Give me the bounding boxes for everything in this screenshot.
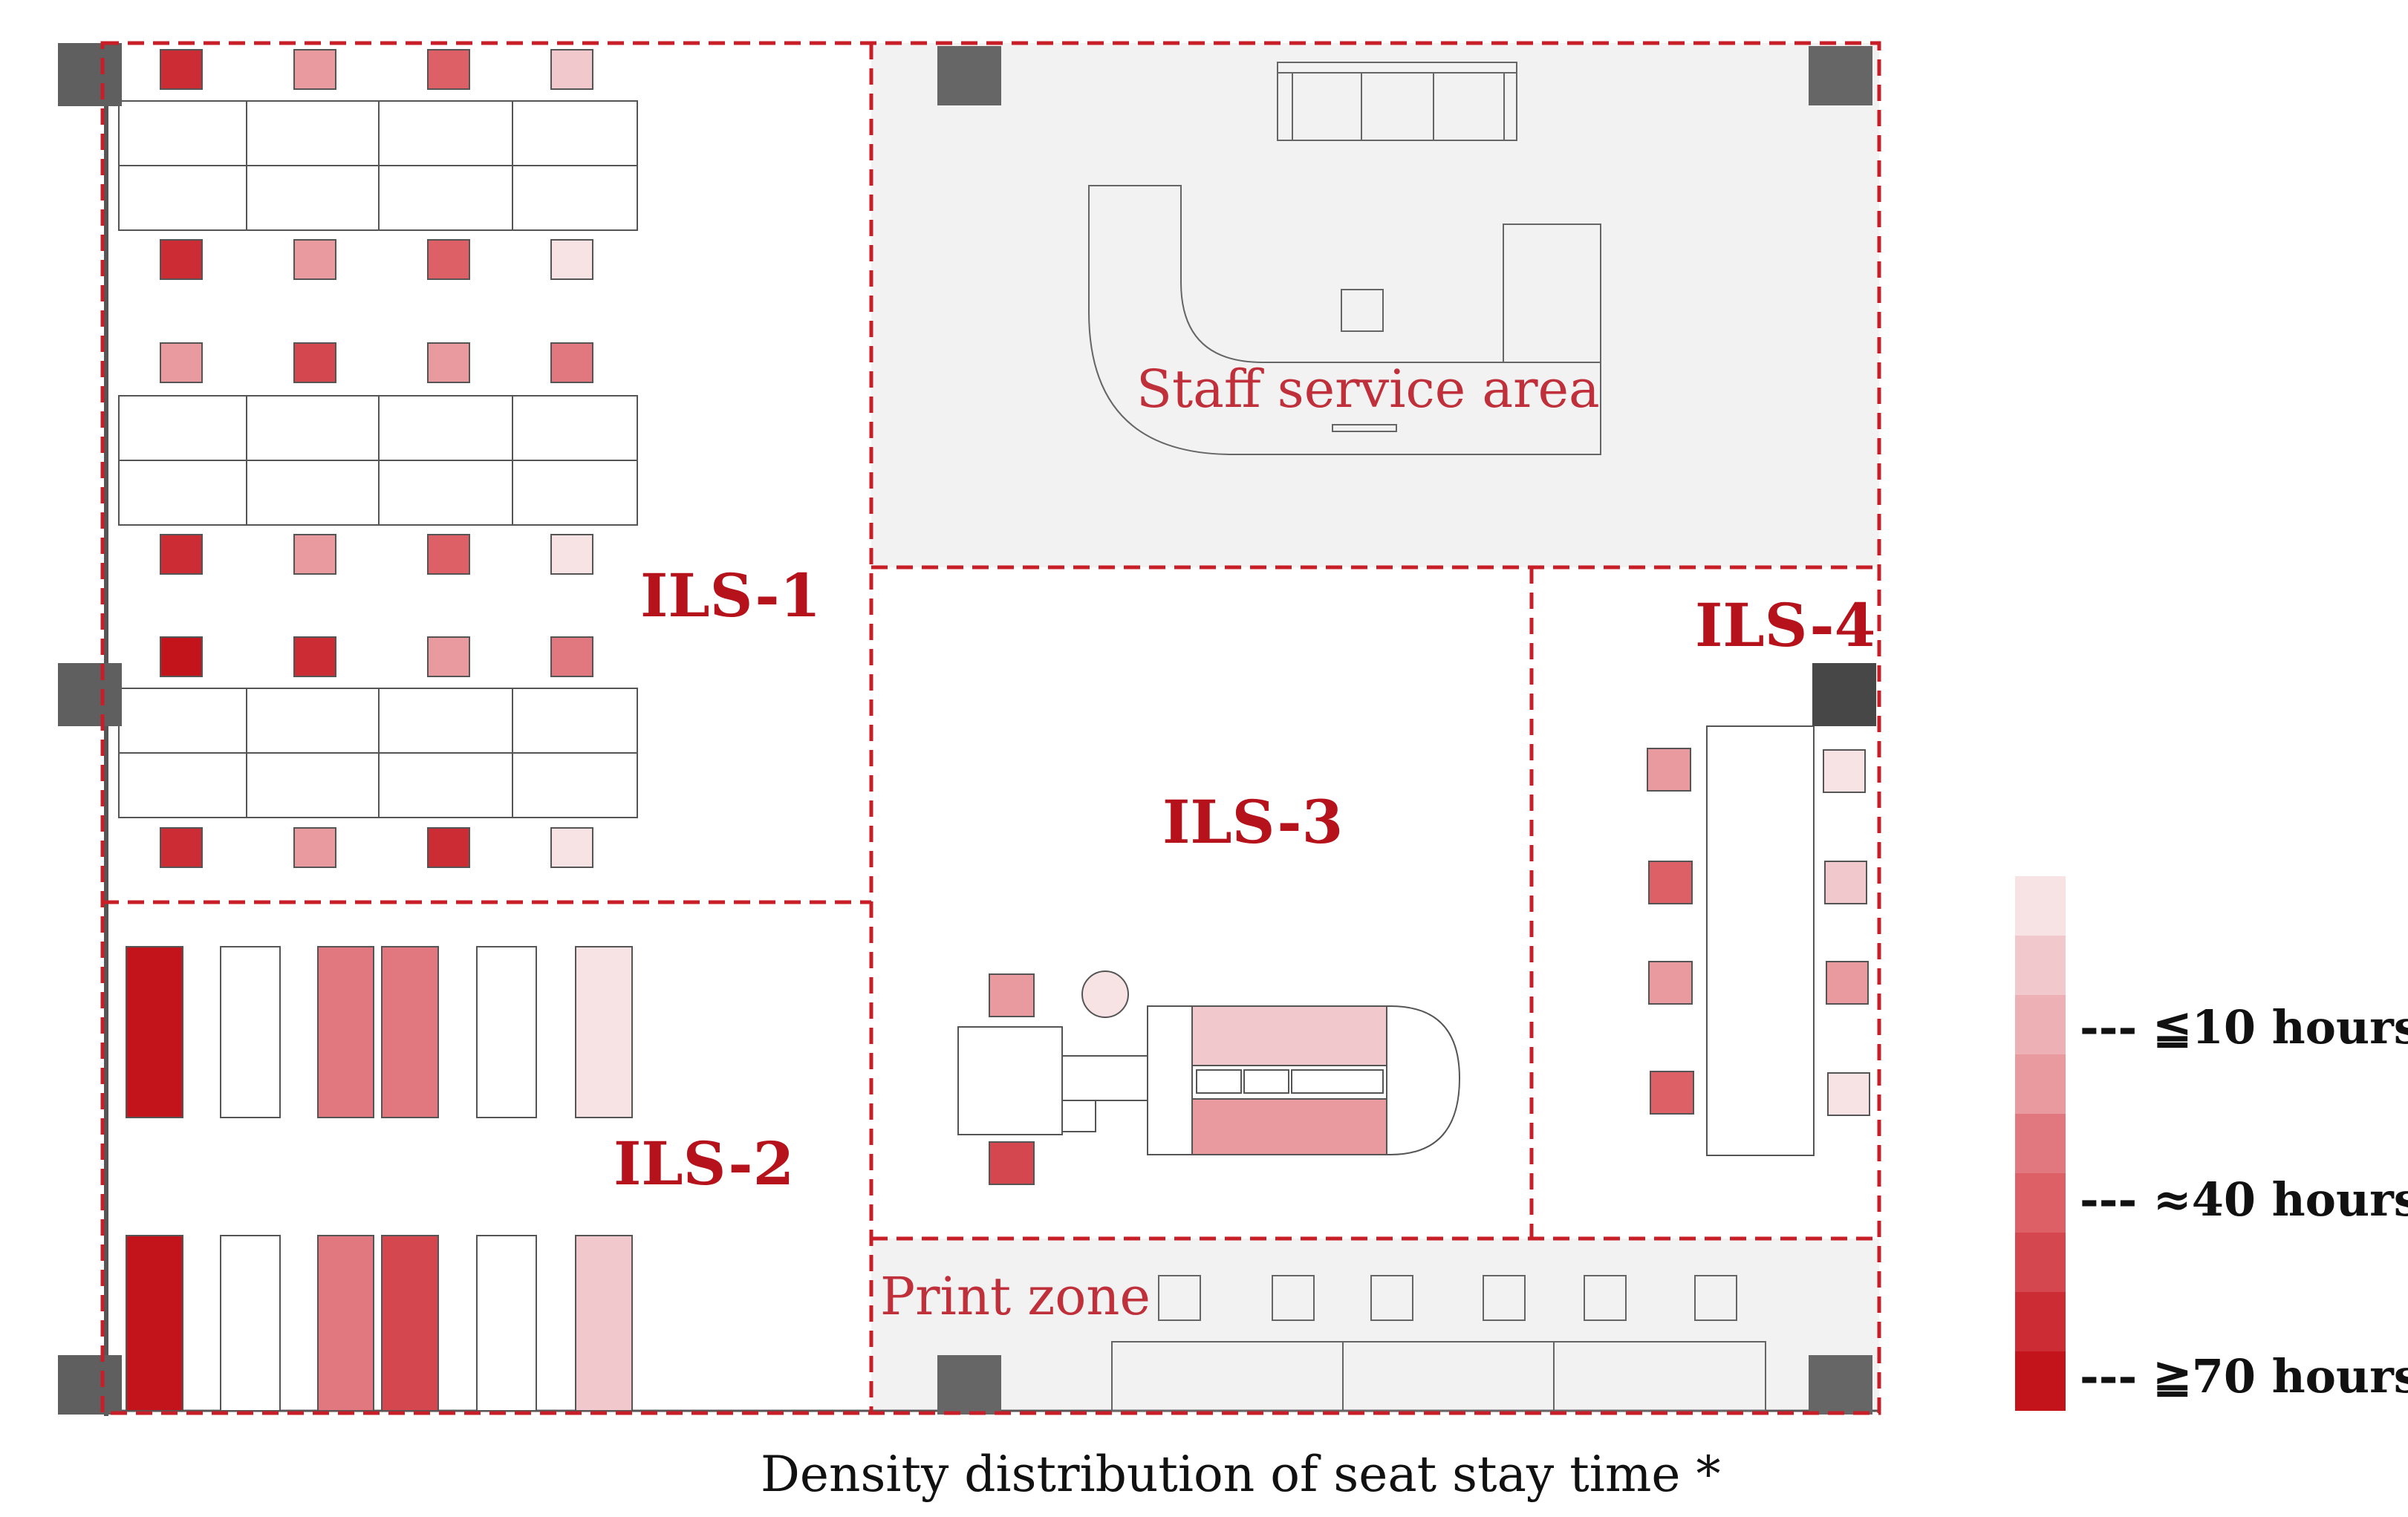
seat: [293, 49, 336, 90]
ils4-label: ILS-4: [1695, 590, 1875, 660]
print-zone-furniture: [1111, 1275, 1766, 1412]
pillar: [1809, 46, 1872, 105]
legend-low-label: --- ≦10 hours: [2080, 1000, 2408, 1054]
ils1-furniture: [118, 100, 638, 818]
seat: [1823, 749, 1866, 793]
ils3-furniture: [957, 970, 1461, 1185]
seat: [1827, 1072, 1870, 1116]
ils1-seats: [160, 49, 593, 868]
seat: [550, 342, 593, 383]
seat: [1824, 861, 1867, 904]
seat: [1648, 861, 1693, 904]
legend-mid-label: --- ≈40 hours: [2080, 1172, 2408, 1227]
staff-area-label: Staff service area: [1136, 359, 1600, 420]
print-zone-label: Print zone: [880, 1266, 1151, 1327]
booth: [220, 1235, 281, 1412]
seat: [160, 827, 203, 868]
seat: [427, 636, 470, 677]
ils4-furniture: [1647, 725, 1870, 1156]
seat: [427, 534, 470, 575]
booth: [126, 946, 183, 1118]
legend-swatch: [2015, 1292, 2066, 1351]
seat: [293, 636, 336, 677]
booth: [317, 946, 374, 1118]
pillar: [1812, 663, 1876, 726]
seat: [1648, 961, 1693, 1005]
seat: [293, 827, 336, 868]
pillar: [58, 663, 122, 726]
staff-desk: [1088, 62, 1601, 455]
staff-area-fill: [871, 43, 1879, 567]
booth: [381, 1235, 439, 1412]
legend-swatch: [2015, 1233, 2066, 1292]
round-stool: [1081, 970, 1129, 1018]
legend-color-bar: [2015, 876, 2066, 1411]
seat: [160, 49, 203, 90]
seat: [989, 1141, 1035, 1185]
pillar: [58, 43, 122, 106]
legend-high-label: --- ≧70 hours: [2080, 1349, 2408, 1403]
legend-swatch: [2015, 876, 2066, 936]
seat: [293, 239, 336, 280]
legend-swatch: [2015, 1054, 2066, 1114]
booth: [317, 1235, 374, 1412]
ils3-label: ILS-3: [1162, 787, 1343, 857]
seat: [293, 534, 336, 575]
seat: [550, 239, 593, 280]
seat: [160, 534, 203, 575]
seat: [427, 827, 470, 868]
booth: [575, 1235, 633, 1412]
seat: [293, 342, 336, 383]
booth: [220, 946, 281, 1118]
legend-swatch: [2015, 995, 2066, 1054]
seat: [427, 49, 470, 90]
ils1-label: ILS-1: [640, 561, 821, 630]
seat: [550, 534, 593, 575]
booth: [476, 1235, 537, 1412]
legend-swatch: [2015, 1114, 2066, 1173]
legend-swatch: [2015, 1351, 2066, 1411]
seat: [550, 636, 593, 677]
booth: [381, 946, 439, 1118]
pillar: [937, 46, 1001, 105]
seat: [550, 49, 593, 90]
pillars: [58, 43, 1876, 1415]
ils2-booths: [126, 946, 633, 1412]
seat: [550, 827, 593, 868]
seat: [1647, 748, 1691, 792]
pillar: [937, 1355, 1001, 1415]
pillar: [58, 1355, 122, 1415]
booth: [476, 946, 537, 1118]
legend: --- ≦10 hours --- ≈40 hours --- ≧70 hour…: [2015, 876, 2408, 1411]
seat: [1650, 1071, 1694, 1115]
seat: [427, 239, 470, 280]
seat: [1826, 961, 1869, 1005]
seat: [989, 973, 1035, 1017]
print-zone-fill: [871, 1239, 1879, 1411]
seat: [160, 636, 203, 677]
legend-swatch: [2015, 936, 2066, 995]
zone-borders: [100, 41, 1881, 1415]
booth: [126, 1235, 183, 1412]
figure-caption: Density distribution of seat stay time *: [761, 1446, 1720, 1503]
seat: [427, 342, 470, 383]
ils2-label: ILS-2: [614, 1129, 794, 1198]
seat: [160, 342, 203, 383]
booth: [575, 946, 633, 1118]
pillar: [1809, 1355, 1872, 1415]
seat: [160, 239, 203, 280]
legend-swatch: [2015, 1173, 2066, 1233]
